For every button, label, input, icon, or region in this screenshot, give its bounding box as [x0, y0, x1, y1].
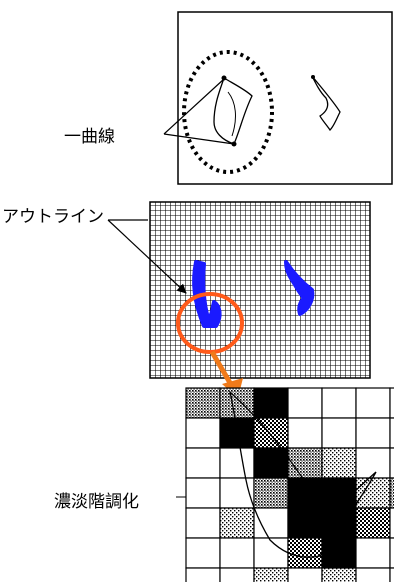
dotted-ellipse: [182, 50, 274, 174]
gray-cell: [219, 507, 255, 539]
grayscale-grid-panel: [176, 387, 394, 582]
gray-cell: [355, 447, 391, 479]
gray-cell: [253, 447, 289, 479]
label-gray: 濃淡階調化: [54, 492, 139, 511]
orange-highlight-circle: [176, 292, 244, 354]
gray-cell: [219, 447, 255, 479]
gray-cell: [253, 537, 289, 569]
gray-cell: [253, 507, 289, 539]
gray-cell: [321, 447, 357, 479]
gray-cell: [185, 387, 221, 419]
gray-cell: [389, 507, 394, 539]
outline-grid-panel: [107, 201, 371, 379]
gray-cell: [355, 567, 391, 582]
gray-cell: [185, 537, 221, 569]
gray-cell: [355, 477, 391, 509]
gray-cell: [253, 417, 289, 449]
gray-cell: [321, 417, 357, 449]
gray-cell: [389, 567, 394, 582]
gray-cell: [389, 477, 394, 509]
gray-cell: [321, 537, 357, 569]
label-curve: 一曲線: [64, 127, 115, 146]
label-outline: アウトライン: [2, 207, 104, 226]
gray-cell: [253, 477, 289, 509]
gray-cell: [389, 387, 394, 419]
gray-cell: [287, 537, 323, 569]
gray-cell: [389, 417, 394, 449]
gray-cell: [287, 567, 323, 582]
blue-glyph-right: [284, 260, 315, 316]
gray-cell: [287, 507, 323, 539]
gray-cell: [389, 447, 394, 479]
gray-cell: [185, 447, 221, 479]
gray-cell: [321, 567, 357, 582]
gray-cell: [321, 387, 357, 419]
gray-cell: [287, 417, 323, 449]
gray-cell: [185, 477, 221, 509]
gray-cell: [185, 417, 221, 449]
gray-cell: [219, 537, 255, 569]
blue-glyph-left: [192, 260, 222, 328]
gray-cell: [253, 387, 289, 419]
glyph-outline-overlay: [228, 390, 377, 558]
glyph-right-outline: [311, 75, 341, 132]
gray-cell: [355, 387, 391, 419]
gray-cell: [185, 567, 221, 582]
gray-cell: [389, 537, 394, 569]
gray-cell: [355, 417, 391, 449]
curve-endpoint: [221, 75, 227, 81]
gray-cell: [287, 477, 323, 509]
gray-cell: [185, 507, 221, 539]
gray-cell: [287, 387, 323, 419]
gray-cell: [355, 537, 391, 569]
gray-cell: [355, 507, 391, 539]
gray-cell: [321, 477, 357, 509]
gray-cell: [219, 567, 255, 582]
gray-cell: [219, 387, 255, 419]
curve-panel: [163, 11, 393, 185]
gray-cell: [287, 447, 323, 479]
gray-cell: [253, 567, 289, 582]
